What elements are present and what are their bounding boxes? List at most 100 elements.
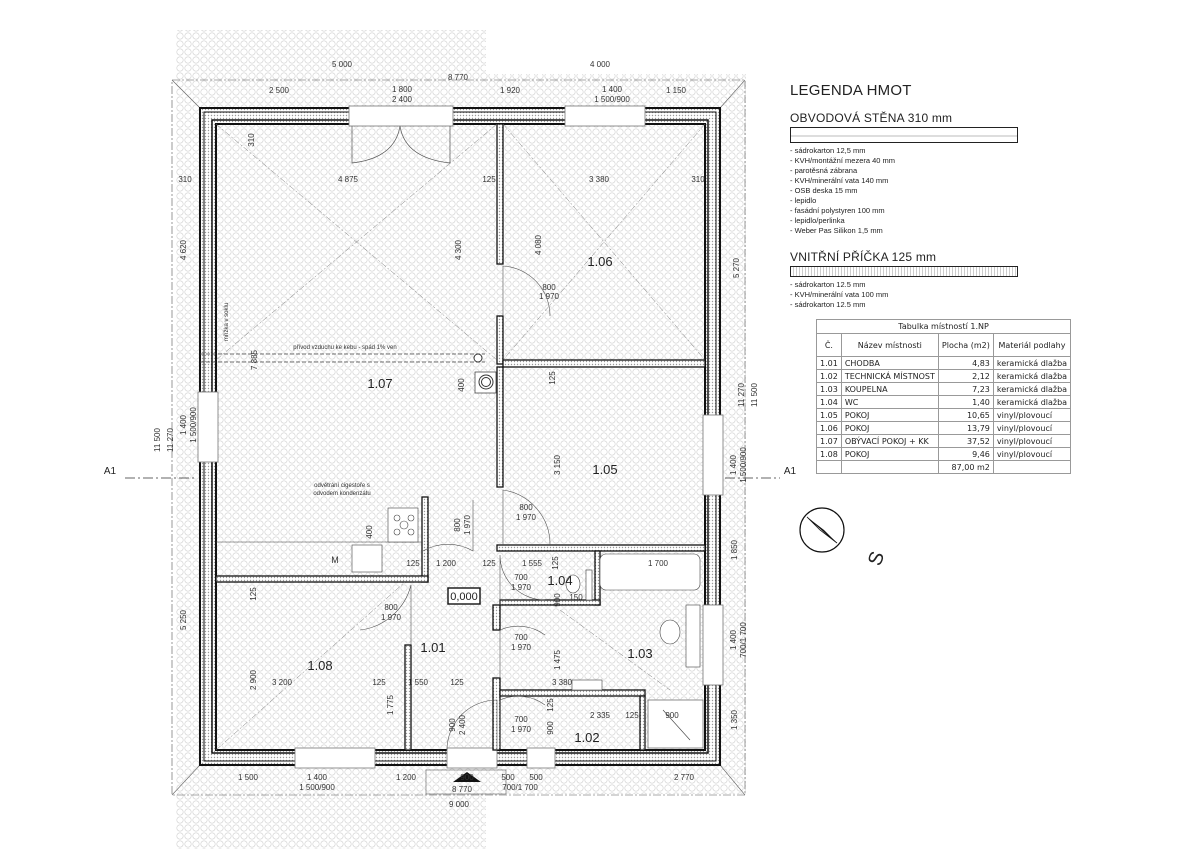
dimension-label: 3 150 [553,454,562,475]
openings [197,105,724,769]
room-area: 10,65 [937,408,994,422]
room-area: 2,12 [937,369,994,383]
room-label: 1.01 [420,640,445,655]
entrance-arrow-icon [453,772,481,782]
room-floor: keramická dlažba [992,369,1072,383]
layer-item: - KVH/minerální vata 100 mm [790,290,889,299]
room-name: POKOJ [840,447,939,461]
room-diagonals [215,123,706,751]
room-label: 1.07 [367,376,392,391]
dimension-label: 5 250 [179,609,188,630]
room-table-caption: Tabulka místností 1.NP [815,319,1072,334]
dimension-label: 900 [546,721,555,735]
dimension-label: 5 270 [732,257,741,278]
dimension-label: 125 [372,678,386,687]
dimension-label: 1 150 [666,86,687,95]
dimension-label: 1 775 [386,694,395,715]
room-floor: vinyl/plovoucí [992,421,1072,435]
room-name: OBÝVACÍ POKOJ + KK [840,434,939,448]
dimension-label: 8 770 [452,785,473,794]
terrace-door-swing [351,125,451,164]
dimension-label: 1 200 [436,559,457,568]
dimension-label: 1 970 [511,643,532,652]
room-area: 37,52 [937,434,994,448]
dimension-label: 125 [482,175,496,184]
dimension-label: 400 [365,525,374,539]
dimension-label: 2 335 [590,711,611,720]
dimension-label: 2 500 [269,86,290,95]
dimension-label: 1 350 [730,709,739,730]
dimension-label: 1 500/900 [299,783,335,792]
dimension-label: 2 900 [249,669,258,690]
outer-wall-title: OBVODOVÁ STĚNA 310 mm [790,111,953,125]
room-number: 1.04 [816,395,842,409]
layer-item: - sádrokarton 12,5 mm [790,146,866,155]
layer-item: - sádrokarton 12.5 mm [790,280,866,289]
inner-wall-title: VNITŘNÍ PŘÍČKA 125 mm [790,250,937,264]
legend: LEGENDA HMOT OBVODOVÁ STĚNA 310 mm - sád… [790,82,1030,324]
outer-wall-swatch [790,127,1018,143]
dimension-label: 125 [482,559,496,568]
layer-item: - parotěsná zábrana [790,166,858,175]
room-label: 1.08 [307,658,332,673]
dimension-label: 11 500 [153,428,162,452]
dimension-label: 310 [178,175,192,184]
dimension-label: 125 [249,587,258,601]
dimension-label: 125 [450,678,464,687]
dimension-label: 700/1 700 [739,622,748,658]
room-label: 1.03 [627,646,652,661]
header-number: Č. [816,333,842,357]
dimension-label: 700 [514,633,528,642]
dimension-label: 700 [514,573,528,582]
dimension-label: 4 875 [338,175,359,184]
dimension-label: 1 850 [730,539,739,560]
layer-item: - OSB deska 15 mm [790,186,858,195]
room-number: 1.07 [816,434,842,448]
room-label: 1.04 [547,573,572,588]
dimension-label: 150 [569,593,583,602]
dimension-label: 1 500/900 [594,95,630,104]
room-number: 1.01 [816,356,842,370]
room-number: 1.06 [816,421,842,435]
dimension-label: 5 000 [332,60,353,69]
dimension-label: 4 620 [179,239,188,260]
room-number: 1.02 [816,369,842,383]
dimension-label: 4 300 [454,239,463,260]
room-label: 1.06 [587,254,612,269]
elevation-label: 0,000 [450,591,478,603]
header-area: Plocha (m2) [937,333,994,357]
inner-wall-swatch [790,266,1018,277]
elevation-box [447,587,481,605]
kitchen-unit [216,507,422,573]
room-number: 1.05 [816,408,842,422]
dimension-label: 3 380 [589,175,610,184]
room-name: WC [840,395,939,409]
room-name: POKOJ [840,408,939,422]
dimension-label: 310 [691,175,705,184]
room-floor: keramická dlažba [992,356,1072,370]
note-vent-grille: mřížka v soklu [224,303,230,341]
room-number: 1.08 [816,447,842,461]
layer-item: - lepidlo [790,196,817,205]
dimension-label: 900 [665,711,679,720]
layer-item: - KVH/minerální vata 140 mm [790,176,889,185]
dimension-label: 700 [514,715,528,724]
layer-item: - KVH/montážní mezera 40 mm [790,156,896,165]
room-floor: vinyl/plovoucí [992,447,1072,461]
dimension-label: 125 [406,559,420,568]
room-label: 1.05 [592,462,617,477]
dimension-label: 800 [453,518,462,532]
door-swings [359,265,551,751]
dimension-label: 3 380 [552,678,573,687]
room-floor: keramická dlažba [992,382,1072,396]
dimension-label: 11 270 [166,428,175,452]
layer-item: - fasádní polystyren 100 mm [790,206,885,215]
room-area: 4,83 [937,356,994,370]
air-duct [200,353,497,394]
dimension-label: 1 920 [500,86,521,95]
